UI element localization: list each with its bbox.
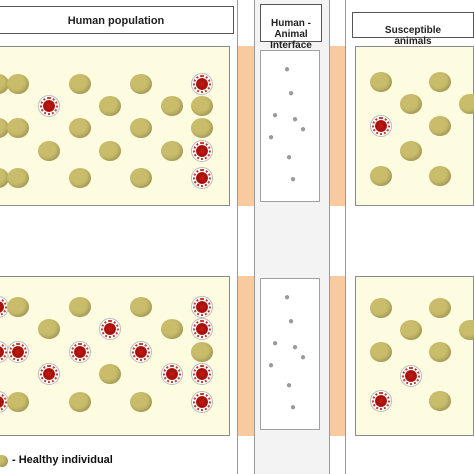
healthy-individual-icon [7,118,29,138]
infected-individual-icon [400,365,422,387]
healthy-individual-icon [191,96,213,116]
interface-tracks-bottom [260,278,320,430]
healthy-individual-icon [69,392,91,412]
interface-tracks-top [260,50,320,202]
interface-side-strip-bottom [330,276,345,436]
animal-footprint-icon: ● [286,380,293,391]
healthy-individual-icon [400,94,422,114]
animal-footprint-icon: ● [284,64,291,75]
animal-footprint-icon: ● [284,292,291,303]
animal-footprint-icon: ● [290,174,297,185]
healthy-individual-icon [130,168,152,188]
healthy-individual-icon [459,320,474,340]
infected-individual-icon [191,363,213,385]
human-population-title: Human population [67,15,165,27]
healthy-individual-icon [38,319,60,339]
animal-footprint-icon: ● [272,110,279,121]
susceptible-title: Susceptible animals [384,25,442,47]
infected-individual-icon [191,296,213,318]
susceptible-header: Susceptible animals [352,12,474,47]
infected-individual-icon [130,341,152,363]
healthy-individual-icon [161,96,183,116]
healthy-individual-icon [0,118,9,138]
human-population-header: Human population [0,6,234,34]
healthy-individual-icon [370,342,392,362]
animal-footprint-icon: ● [268,132,275,143]
healthy-individual-icon [161,319,183,339]
animal-footprint-icon: ● [268,360,275,371]
healthy-individual-icon [130,74,152,94]
healthy-individual-icon [370,166,392,186]
healthy-individual-icon [429,391,451,411]
legend-healthy-icon [0,455,8,467]
infected-individual-icon [191,140,213,162]
healthy-individual-icon [69,297,91,317]
infected-individual-icon [38,363,60,385]
infected-individual-icon [191,73,213,95]
infected-individual-icon [370,115,392,137]
healthy-individual-icon [7,297,29,317]
animal-footprint-icon: ● [300,124,307,135]
healthy-individual-icon [7,392,29,412]
healthy-individual-icon [370,72,392,92]
animal-footprint-icon: ● [288,88,295,99]
legend-healthy-label: - Healthy individual [12,454,113,466]
infected-individual-icon [370,390,392,412]
infected-individual-icon [7,341,29,363]
interface-side-strip-top [330,46,345,206]
animal-footprint-icon: ● [286,152,293,163]
infected-individual-icon [38,95,60,117]
animal-footprint-icon: ● [300,352,307,363]
healthy-individual-icon [429,342,451,362]
healthy-individual-icon [69,118,91,138]
infected-individual-icon [191,318,213,340]
healthy-individual-icon [161,141,183,161]
animal-footprint-icon: ● [292,114,299,125]
healthy-individual-icon [130,392,152,412]
healthy-individual-icon [191,342,213,362]
infected-individual-icon [191,167,213,189]
healthy-individual-icon [99,96,121,116]
animal-footprint-icon: ● [288,316,295,327]
animal-footprint-icon: ● [272,338,279,349]
healthy-individual-icon [400,320,422,340]
healthy-individual-icon [69,74,91,94]
infected-individual-icon [99,318,121,340]
healthy-individual-icon [130,118,152,138]
healthy-individual-icon [429,72,451,92]
infected-individual-icon [161,363,183,385]
animal-footprint-icon: ● [290,402,297,413]
healthy-individual-icon [0,168,9,188]
healthy-individual-icon [400,141,422,161]
healthy-individual-icon [429,166,451,186]
healthy-individual-icon [99,141,121,161]
healthy-individual-icon [38,141,60,161]
human-side-strip-top [238,46,254,206]
healthy-individual-icon [99,364,121,384]
healthy-individual-icon [191,118,213,138]
infected-individual-icon [69,341,91,363]
healthy-individual-icon [7,74,29,94]
interface-title: Human - Animal Interface [270,18,312,51]
healthy-individual-icon [0,74,9,94]
healthy-individual-icon [130,297,152,317]
healthy-individual-icon [370,298,392,318]
healthy-individual-icon [429,298,451,318]
infected-individual-icon [191,391,213,413]
interface-header: Human - Animal Interface [260,4,322,51]
animal-footprint-icon: ● [292,342,299,353]
human-side-strip-bottom [238,276,254,436]
healthy-individual-icon [459,94,474,114]
healthy-individual-icon [7,168,29,188]
healthy-individual-icon [69,168,91,188]
healthy-individual-icon [429,116,451,136]
